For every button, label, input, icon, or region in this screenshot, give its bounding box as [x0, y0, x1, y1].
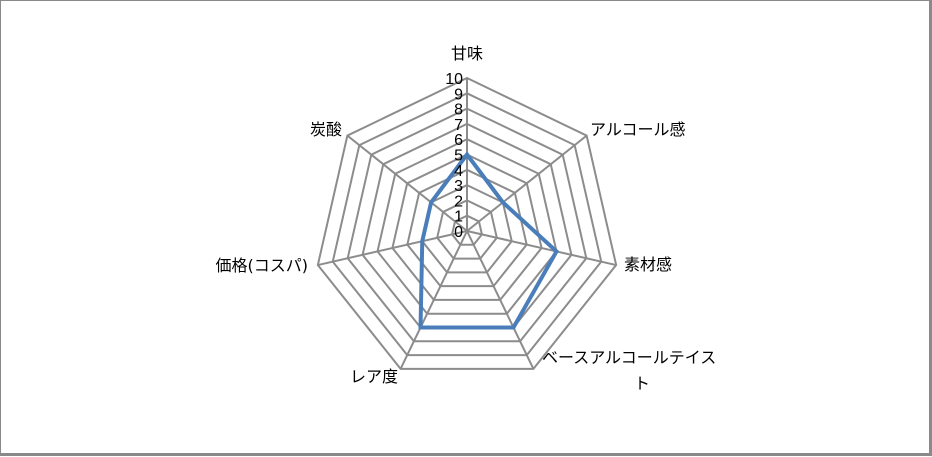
tick-label: 4 [454, 163, 463, 180]
grid-ring [346, 107, 588, 343]
tick-label: 0 [454, 224, 463, 241]
tick-label: 3 [454, 178, 463, 195]
tick-label: 7 [454, 117, 463, 134]
tick-label: 6 [454, 132, 463, 149]
tick-label: 9 [454, 86, 463, 103]
tick-label: 1 [454, 209, 463, 226]
category-label: 甘味 [451, 44, 483, 63]
tick-label: 2 [454, 193, 463, 210]
grid-ring [391, 153, 543, 301]
radar-axes [317, 78, 617, 370]
category-label: アルコール感 [590, 120, 686, 139]
category-label: ト [634, 374, 650, 393]
grid-ring [316, 76, 618, 370]
axis-spoke [466, 230, 535, 370]
series-line [418, 151, 560, 330]
tick-label: 5 [454, 148, 463, 165]
axis-spoke [399, 230, 468, 370]
category-label: 価格(コスパ) [216, 256, 309, 275]
data-series [418, 151, 560, 330]
category-label: 炭酸 [310, 120, 342, 139]
grid-ring [451, 214, 483, 246]
tick-label: 10 [445, 71, 463, 88]
category-label: レア度 [350, 367, 398, 386]
axis-spoke [466, 230, 617, 267]
grid-ring [331, 92, 603, 357]
axis-spoke [317, 230, 468, 267]
category-label: ベースアルコールテイス [542, 348, 716, 367]
category-label: 素材感 [624, 255, 672, 274]
grid-ring [436, 199, 498, 260]
grid-ring [376, 138, 558, 315]
axis-spoke [466, 134, 588, 232]
axis-spoke [346, 134, 468, 232]
grid-ring [406, 168, 528, 288]
tick-label: 8 [454, 102, 463, 119]
